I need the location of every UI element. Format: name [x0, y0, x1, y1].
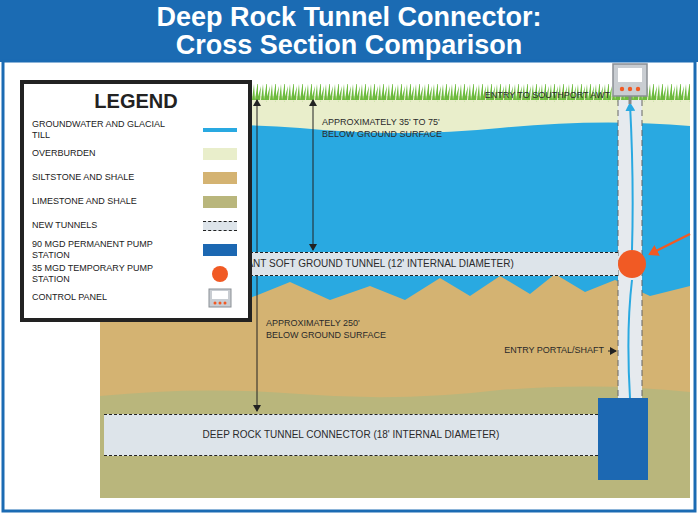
legend-swatch [212, 266, 228, 282]
legend-box: LEGEND GROUNDWATER AND GLACIAL TILL OVERBU… [20, 80, 252, 322]
legend-sample [200, 288, 240, 308]
legend-swatch [203, 128, 237, 132]
legend-swatch [203, 221, 237, 231]
frame [3, 61, 695, 511]
legend-row: SILTSTONE AND SHALE [32, 166, 240, 190]
legend-title: LEGEND [32, 90, 240, 112]
legend-row: OVERBURDEN [32, 142, 240, 166]
legend-swatch [203, 196, 237, 208]
legend-text: OVERBURDEN [32, 148, 172, 159]
flow-arrow [628, 104, 632, 398]
legend-swatch [203, 172, 237, 184]
shaft-edge [618, 100, 619, 400]
legend-text: GROUNDWATER AND GLACIAL TILL [32, 119, 172, 142]
dimension-line [313, 100, 314, 250]
limestone-layer [100, 386, 690, 498]
legend-row: CONTROL PANEL [32, 286, 240, 310]
depth-label: APPROXIMATELY 35' TO 75' BELOW GROUND SU… [322, 117, 472, 140]
legend-text: 35 MGD TEMPORARY PUMP STATION [32, 263, 172, 286]
temporary-pump-station [618, 250, 646, 278]
title: Deep Rock Tunnel Connector: Cross Sectio… [119, 3, 579, 59]
entry-shaft [618, 100, 642, 400]
legend-text: NEW TUNNELS [32, 220, 172, 231]
legend-sample [200, 216, 240, 236]
depth-label: APPROXIMATELY 250' BELOW GROUND SURFACE [266, 318, 388, 341]
legend-text: LIMESTONE AND SHALE [32, 196, 172, 207]
legend-sample [200, 144, 240, 164]
legend-swatch [203, 244, 237, 256]
legend-sample [200, 264, 240, 284]
entry-label: ENTRY TO SOUTHPORT AWT [470, 90, 610, 102]
portal-label: ENTRY PORTAL/SHAFT [504, 345, 604, 357]
legend-swatch [203, 148, 237, 160]
tunnel-label: DEEP ROCK TUNNEL CONNECTOR (18' INTERNAL… [197, 429, 506, 441]
legend-text: 90 MGD PERMANENT PUMP STATION [32, 239, 172, 262]
legend-sample [200, 120, 240, 140]
legend-row: NEW TUNNELS [32, 214, 240, 238]
title-bar [0, 0, 698, 62]
legend-row: GROUNDWATER AND GLACIAL TILL [32, 118, 240, 142]
control-panel-icon [613, 64, 647, 104]
tunnel-band: DEEP ROCK TUNNEL CONNECTOR (18' INTERNAL… [104, 414, 598, 456]
legend-row: 35 MGD TEMPORARY PUMP STATION [32, 262, 240, 286]
legend-sample [200, 168, 240, 188]
legend-text: CONTROL PANEL [32, 292, 172, 303]
permanent-pump-station [598, 398, 648, 480]
legend-row: 90 MGD PERMANENT PUMP STATION [32, 238, 240, 262]
legend-sample [200, 192, 240, 212]
legend-text: SILTSTONE AND SHALE [32, 172, 172, 183]
shaft-edge [642, 100, 643, 400]
leader-arrow [608, 351, 616, 352]
legend-sample [200, 240, 240, 260]
legend-row: LIMESTONE AND SHALE [32, 190, 240, 214]
control-panel-icon [208, 288, 232, 308]
inflow-arrow [650, 234, 690, 254]
